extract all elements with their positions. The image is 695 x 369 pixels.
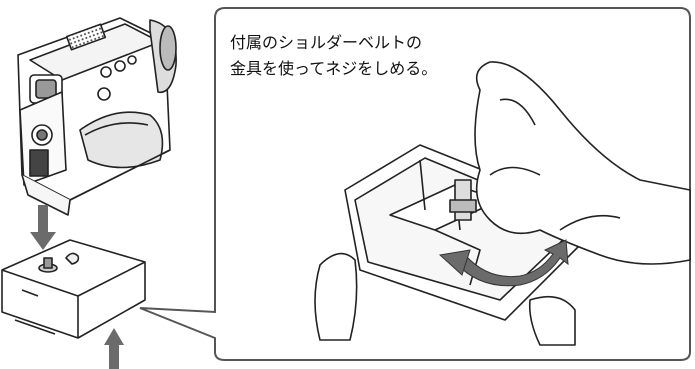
camcorder [17, 17, 177, 216]
arrow-up-icon [104, 328, 124, 369]
instruction-caption: 付属のショルダーベルトの 金具を使ってネジをしめる。 [230, 30, 437, 82]
caption-line-1: 付属のショルダーベルトの [230, 33, 423, 52]
caption-line-2: 金具を使ってネジをしめる。 [230, 59, 438, 78]
arrow-down-icon [30, 205, 56, 250]
detail-illustration [314, 61, 691, 346]
adaptor-block [1, 239, 146, 339]
rotate-arrow-icon [438, 239, 569, 287]
